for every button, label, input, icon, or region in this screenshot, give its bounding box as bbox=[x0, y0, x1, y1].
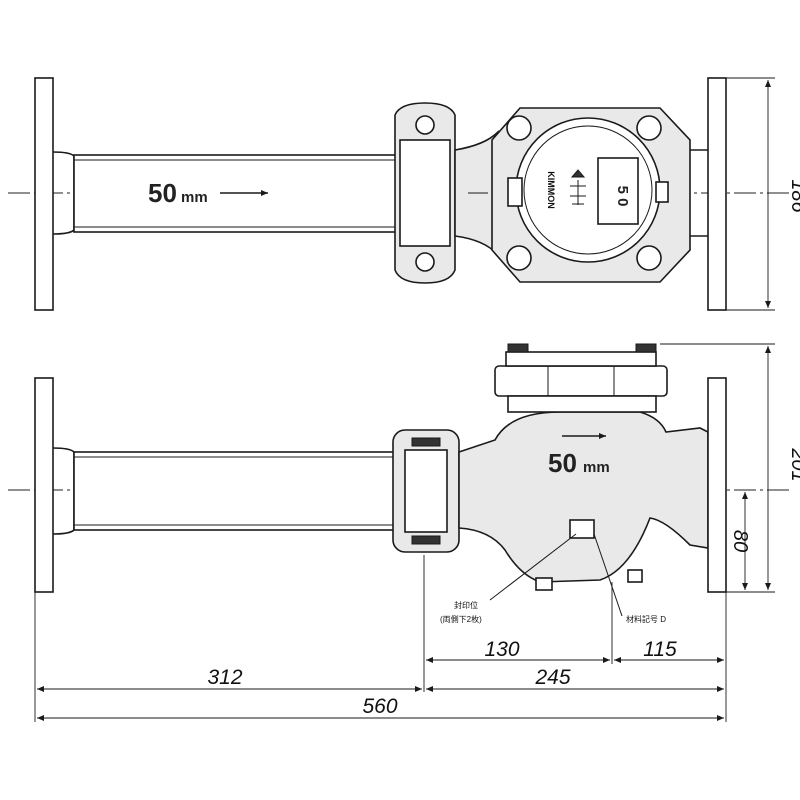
dim-312-label: 312 bbox=[207, 666, 242, 689]
top-meter-bolt-1 bbox=[506, 115, 532, 141]
side-material-leader bbox=[593, 533, 623, 617]
side-size-unit: mm bbox=[583, 459, 610, 476]
side-view: 50 mm 封印位 (両側下2枚) 材料記号 D bbox=[8, 343, 792, 624]
side-foot-right bbox=[627, 569, 643, 583]
side-seal-leader bbox=[489, 533, 577, 601]
top-meter-bolt-2 bbox=[636, 115, 662, 141]
top-brand-text: KIMMON bbox=[546, 171, 556, 209]
top-register-window bbox=[597, 157, 639, 225]
dim-130-label: 130 bbox=[484, 638, 519, 661]
top-size-unit: mm bbox=[181, 189, 208, 206]
side-seal-block bbox=[569, 519, 595, 539]
top-coupling-body bbox=[399, 139, 451, 247]
dim-186-label: 186 bbox=[787, 179, 800, 213]
side-size-value: 50 bbox=[548, 448, 577, 478]
top-bolt-lower bbox=[415, 252, 435, 272]
side-foot-left bbox=[535, 577, 553, 591]
side-coupling-lug-top bbox=[411, 437, 441, 447]
dimensions: 186 201 80 130 115 312 245 560 bbox=[34, 77, 800, 722]
side-straight-pipe bbox=[73, 451, 397, 531]
top-seal-lug-right bbox=[655, 181, 669, 203]
top-right-flange bbox=[707, 77, 727, 311]
top-meter-bolt-4 bbox=[636, 245, 662, 271]
dim-245-label: 245 bbox=[534, 666, 570, 689]
side-left-flange bbox=[34, 377, 54, 593]
side-coupling-lug-bottom bbox=[411, 535, 441, 545]
top-right-neck bbox=[690, 149, 708, 237]
side-meter-body bbox=[458, 411, 709, 583]
side-register-collar bbox=[507, 395, 657, 413]
side-hinge-right bbox=[635, 343, 657, 353]
dim-560-label: 560 bbox=[362, 695, 397, 718]
side-callout-material: 材料記号 D bbox=[626, 614, 666, 624]
top-view: 5 0 KIMMON 50 mm bbox=[8, 77, 792, 311]
top-seal-lug-left bbox=[507, 177, 523, 207]
dim-201-label: 201 bbox=[787, 447, 800, 481]
dim-80-label: 80 bbox=[729, 530, 751, 552]
side-register-lid bbox=[505, 351, 657, 367]
side-coupling-inner bbox=[404, 449, 448, 533]
side-callout-seal-2: (両側下2枚) bbox=[440, 614, 482, 624]
side-hinge-left bbox=[507, 343, 529, 353]
top-maker-logo bbox=[570, 169, 586, 205]
side-register-head bbox=[494, 365, 668, 397]
top-register-value: 5 0 bbox=[614, 186, 631, 207]
side-left-neck bbox=[52, 447, 75, 535]
top-meter-bolt-3 bbox=[506, 245, 532, 271]
top-size-value: 50 bbox=[148, 178, 177, 208]
top-left-flange bbox=[34, 77, 54, 311]
top-bolt-upper bbox=[415, 115, 435, 135]
side-callout-seal-1: 封印位 bbox=[454, 600, 478, 610]
dim-115-label: 115 bbox=[643, 638, 677, 661]
side-right-flange bbox=[707, 377, 727, 593]
